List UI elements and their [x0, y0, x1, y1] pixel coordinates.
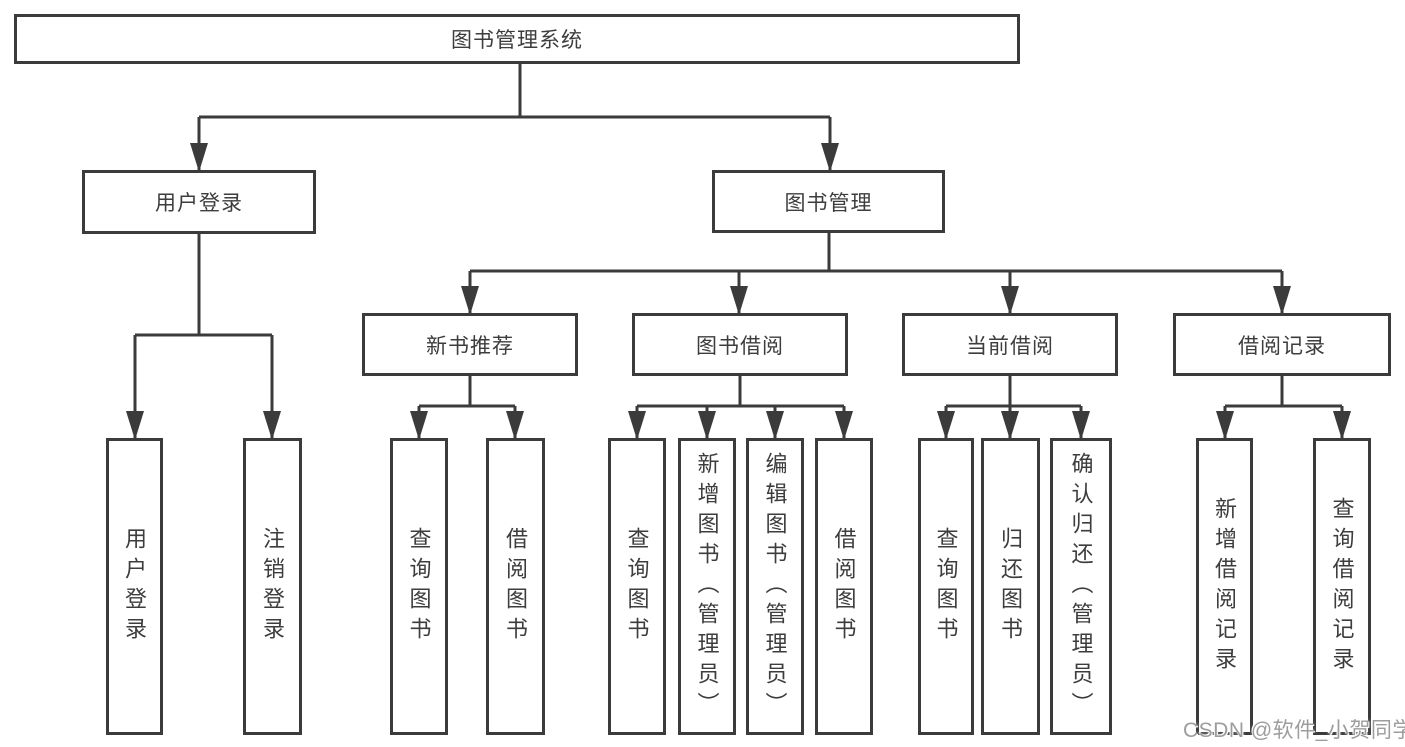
node-book-borrowing: 图书借阅 — [632, 313, 848, 376]
leaf-query-books-1: 查询图书 — [390, 438, 448, 735]
node-borrowing-records: 借阅记录 — [1173, 313, 1391, 376]
node-book-management: 图书管理 — [712, 170, 945, 233]
leaf-return-books: 归还图书 — [981, 438, 1040, 735]
csdn-watermark: CSDN @软件_小贺同学 — [1183, 719, 1405, 742]
leaf-add-borrow-record: 新增借阅记录 — [1196, 438, 1253, 735]
leaf-logout: 注销登录 — [243, 438, 302, 735]
node-new-book-recommend: 新书推荐 — [362, 313, 578, 376]
node-library-system: 图书管理系统 — [14, 14, 1020, 64]
leaf-confirm-return-admin: 确认归还（管理员） — [1050, 438, 1112, 735]
leaf-edit-book-admin: 编辑图书（管理员） — [746, 438, 804, 735]
node-current-borrowing: 当前借阅 — [902, 313, 1118, 376]
leaf-query-books-2: 查询图书 — [608, 438, 666, 735]
leaf-add-book-admin: 新增图书（管理员） — [678, 438, 736, 735]
leaf-query-borrow-record: 查询借阅记录 — [1313, 438, 1371, 735]
leaf-borrow-books-2: 借阅图书 — [815, 438, 873, 735]
leaf-borrow-books-1: 借阅图书 — [486, 438, 545, 735]
leaf-user-login: 用户登录 — [106, 438, 163, 735]
node-user-login: 用户登录 — [82, 170, 316, 234]
arrowhead-icons — [126, 143, 1351, 440]
leaf-query-books-3: 查询图书 — [918, 438, 974, 735]
